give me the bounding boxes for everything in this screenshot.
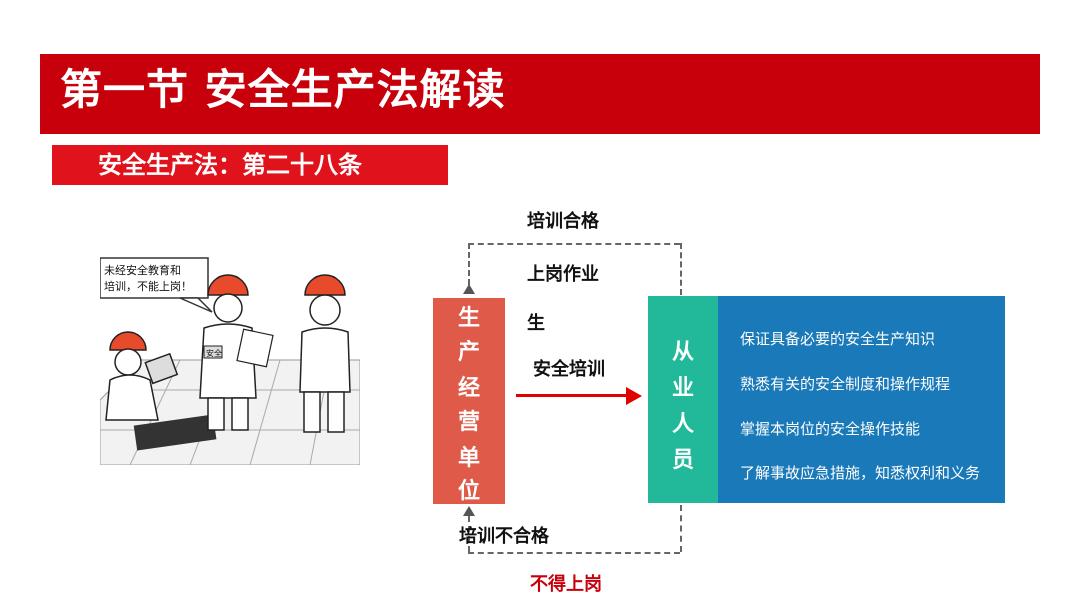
safety-training-cartoon: 未经安全教育和 培训，不能上岗！ 安全 xyxy=(100,257,360,465)
work-label: 上岗作业 xyxy=(527,264,599,285)
badge-text: 安全 xyxy=(206,348,222,358)
staff-char: 从 xyxy=(671,340,694,365)
staff-char: 人 xyxy=(671,412,694,437)
requirement-item: 了解事故应急措施，知悉权利和义务 xyxy=(740,464,981,482)
training-arrow-head-icon xyxy=(626,387,642,405)
subtitle-bar xyxy=(52,145,448,185)
gen-label: 生 xyxy=(527,313,545,334)
return-arrow-up-icon xyxy=(463,284,475,294)
unit-char: 营 xyxy=(457,410,480,435)
top-dash-left xyxy=(468,243,470,285)
top-dash-right xyxy=(680,243,682,295)
unit-char: 生 xyxy=(457,306,480,331)
bottom-dash-right xyxy=(680,505,682,552)
speech-line-2: 培训，不能上岗！ xyxy=(104,279,192,293)
unit-char: 位 xyxy=(457,479,480,504)
bottom-dash-left xyxy=(468,516,470,552)
page-title: 第一节 安全生产法解读 xyxy=(60,65,506,114)
unit-char: 单 xyxy=(457,446,480,471)
requirement-item: 保证具备必要的安全生产知识 xyxy=(740,330,936,348)
production-unit-box: 生 产 经 营 单 位 xyxy=(433,298,505,504)
training-label: 安全培训 xyxy=(533,359,605,380)
bottom-dash-line xyxy=(468,552,680,554)
speech-line-1: 未经安全教育和 xyxy=(104,263,181,277)
pass-label: 培训合格 xyxy=(527,211,599,232)
staff-char: 员 xyxy=(671,448,694,473)
requirements-box xyxy=(718,296,1005,503)
training-arrow-line xyxy=(516,394,628,397)
no-work-label: 不得上岗 xyxy=(530,574,602,595)
top-dash-line xyxy=(468,243,680,245)
unit-char: 经 xyxy=(457,376,480,401)
staff-char: 业 xyxy=(671,376,694,401)
staff-box: 从 业 人 员 xyxy=(648,296,718,503)
page-subtitle: 安全生产法：第二十八条 xyxy=(98,151,362,179)
fail-label: 培训不合格 xyxy=(459,526,549,547)
requirement-item: 熟悉有关的安全制度和操作规程 xyxy=(740,375,951,393)
title-bar xyxy=(40,54,1040,134)
requirement-item: 掌握本岗位的安全操作技能 xyxy=(740,420,921,438)
unit-char: 产 xyxy=(457,340,480,365)
fail-arrow-up-icon xyxy=(463,506,475,516)
